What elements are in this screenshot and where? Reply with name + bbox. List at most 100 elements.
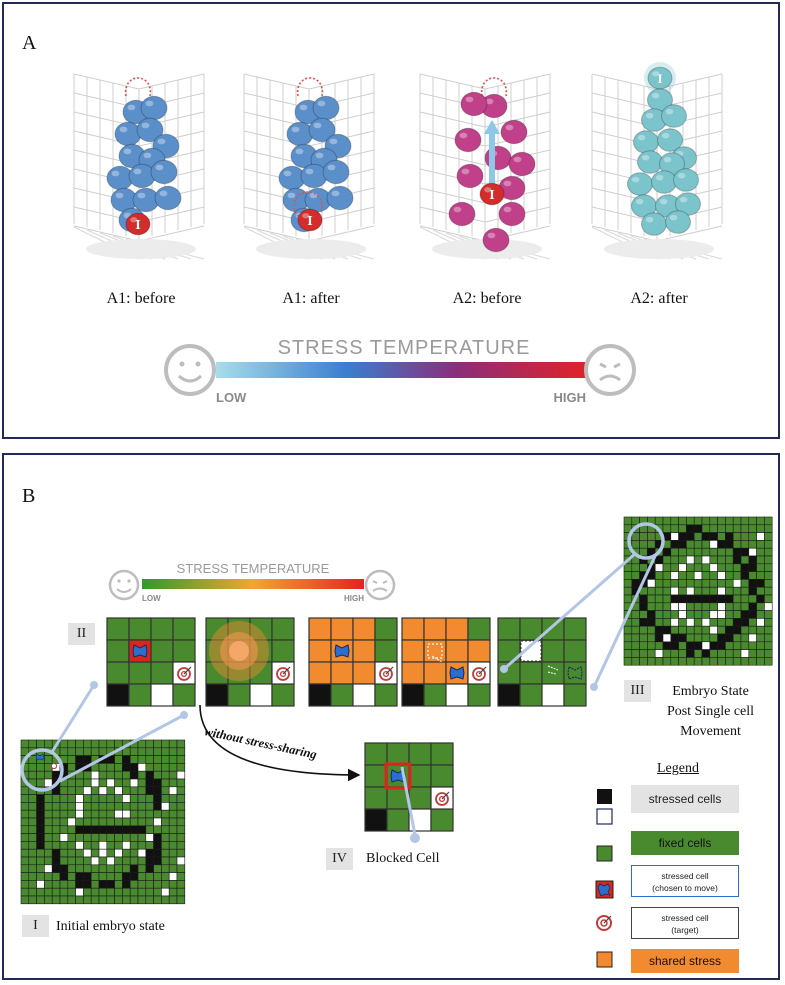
magenta-cell bbox=[498, 201, 526, 227]
blocked-outline bbox=[384, 762, 412, 790]
blue-cell bbox=[140, 95, 168, 121]
step-iii-text: Embryo State Post Single cell Movement bbox=[658, 682, 763, 742]
step-iv-text: Blocked Cell bbox=[366, 851, 440, 866]
dashed-path-icon bbox=[481, 77, 507, 97]
legend-swatches bbox=[595, 789, 614, 968]
blue-cell bbox=[114, 121, 142, 147]
chosen-cell-icon bbox=[35, 753, 45, 761]
stress-scale-a-low: LOW bbox=[216, 390, 247, 405]
legend-target: stressed cell (target) bbox=[631, 907, 739, 939]
panel-b: B STRESS TEMPERATURE LOW HIGH II bbox=[2, 453, 780, 980]
grid-step-2 bbox=[205, 617, 295, 707]
stress-scale-a-title: STRESS TEMPERATURE bbox=[278, 337, 531, 359]
panel-a-label: A bbox=[22, 32, 37, 54]
blue-cell bbox=[286, 121, 314, 147]
stressed-cell-i bbox=[479, 182, 505, 206]
chosen-cell-icon bbox=[597, 883, 611, 897]
blue-cell bbox=[308, 117, 336, 143]
arrow-label: without stress-sharing bbox=[203, 724, 318, 761]
stress-glow-icon bbox=[229, 641, 249, 661]
blue-cell bbox=[136, 117, 164, 143]
cage-a2-before: I bbox=[419, 73, 551, 260]
zoom-circle-post-move bbox=[627, 522, 665, 560]
dashed-path-icon bbox=[297, 77, 323, 97]
embryo-grid-initial bbox=[20, 739, 186, 905]
happy-face-icon bbox=[108, 569, 140, 601]
legend-chosen-line1: stressed cell bbox=[661, 871, 709, 881]
step-iii-line2: Post Single cell bbox=[666, 704, 755, 719]
connector-lines: without stress-sharing bbox=[20, 522, 665, 843]
magenta-cell bbox=[448, 201, 476, 227]
legend-target-line1: stressed cell bbox=[661, 913, 709, 923]
teal-cell bbox=[641, 212, 667, 236]
target-icon bbox=[50, 762, 58, 770]
grid-step-3 bbox=[308, 617, 398, 707]
step-iii-line3: Movement bbox=[680, 724, 741, 739]
chosen-cell-icon bbox=[334, 644, 350, 658]
legend-fixed: fixed cells bbox=[631, 831, 739, 855]
zoom-circle-initial bbox=[20, 748, 64, 792]
caption-a1-after: A1: after bbox=[282, 290, 340, 307]
cell-marker-label: I bbox=[307, 214, 312, 229]
stress-scale-b-low: LOW bbox=[142, 594, 161, 603]
legend-chosen-line2: (chosen to move) bbox=[652, 883, 718, 893]
cell-marker-label: I bbox=[657, 71, 662, 86]
stress-gradient-bar-a bbox=[216, 362, 586, 378]
teal-cell bbox=[673, 168, 699, 192]
teal-cell bbox=[665, 210, 691, 234]
magenta-cell bbox=[484, 145, 512, 171]
teal-cell bbox=[637, 150, 663, 174]
legend-shared: shared stress bbox=[631, 949, 739, 973]
cage-a2-after: I bbox=[591, 62, 723, 260]
magenta-cell bbox=[500, 119, 528, 145]
blue-cell bbox=[300, 163, 328, 189]
teal-cell bbox=[651, 170, 677, 194]
blue-cell bbox=[154, 185, 182, 211]
magenta-cell bbox=[482, 227, 510, 253]
stressed-cell-i bbox=[297, 208, 323, 232]
legend-chosen: stressed cell (chosen to move) bbox=[631, 865, 739, 897]
step-i-tag: I bbox=[22, 915, 49, 937]
cage-a1-before: I bbox=[73, 73, 205, 260]
step-iii-tag: III bbox=[624, 680, 651, 702]
caption-a2-before: A2: before bbox=[452, 290, 522, 307]
cell-marker-label: I bbox=[489, 188, 494, 203]
stressed-cell-i bbox=[125, 212, 151, 236]
grid-step-1 bbox=[106, 617, 196, 707]
magenta-cell bbox=[508, 151, 536, 177]
sad-face-icon bbox=[364, 569, 396, 601]
stress-scale-b: STRESS TEMPERATURE LOW HIGH bbox=[108, 561, 396, 603]
blue-cell bbox=[326, 185, 354, 211]
chosen-cell-icon bbox=[132, 644, 148, 658]
caption-a1-before: A1: before bbox=[106, 290, 176, 307]
sad-face-icon bbox=[584, 344, 636, 396]
magenta-cell bbox=[454, 127, 482, 153]
magenta-cell bbox=[460, 91, 488, 117]
grid-cell bbox=[176, 895, 186, 905]
stress-scale-a: STRESS TEMPERATURE LOW HIGH bbox=[164, 337, 636, 405]
stress-gradient-bar-b bbox=[142, 579, 364, 589]
teal-cell bbox=[633, 130, 659, 154]
blue-cell bbox=[150, 159, 178, 185]
happy-face-icon bbox=[164, 344, 216, 396]
teal-cell bbox=[647, 66, 673, 90]
grid-cell bbox=[563, 683, 587, 707]
stress-scale-b-high: HIGH bbox=[344, 594, 364, 603]
step-iv-tag: IV bbox=[326, 848, 353, 870]
legend-title: Legend bbox=[657, 761, 699, 776]
cage-a1-after: I bbox=[243, 73, 375, 260]
chosen-cell-icon bbox=[449, 666, 465, 680]
teal-cell bbox=[627, 172, 653, 196]
panel-b-label: B bbox=[22, 485, 36, 507]
blue-cell bbox=[128, 163, 156, 189]
step-ii-tag: II bbox=[68, 623, 95, 645]
teal-cell bbox=[661, 104, 687, 128]
without-stress-sharing-arrow bbox=[199, 704, 361, 782]
grid-blocked-cell bbox=[364, 742, 454, 832]
teal-cell bbox=[657, 128, 683, 152]
legend-stressed: stressed cells bbox=[631, 785, 739, 813]
blue-cell bbox=[312, 95, 340, 121]
blue-cell bbox=[322, 159, 350, 185]
step-i-text: Initial embryo state bbox=[56, 919, 165, 934]
legend-target-line2: (target) bbox=[671, 925, 699, 935]
